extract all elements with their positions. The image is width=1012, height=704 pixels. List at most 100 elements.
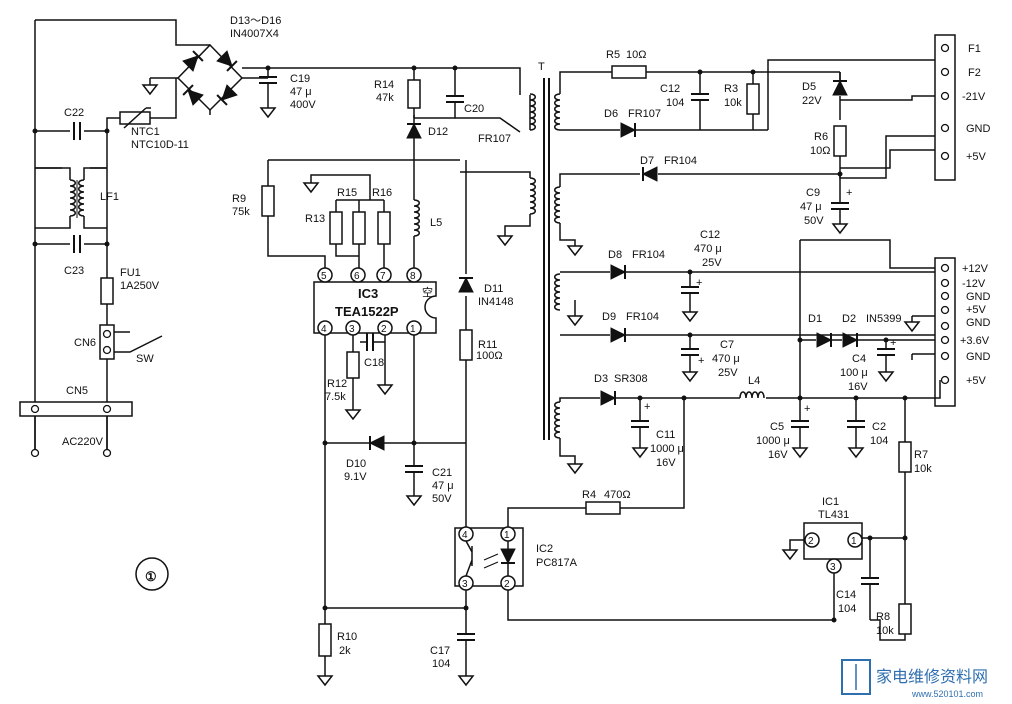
r8-val: 10k — [876, 625, 894, 637]
ic2-pin4: 4 — [462, 530, 468, 541]
conn2-plus12v: +12V — [962, 263, 989, 275]
ic3-part: TEA1522P — [335, 304, 399, 319]
conn1-minus21v: -21V — [962, 91, 986, 103]
c12b-cap: 470 μ — [694, 243, 722, 255]
c7-v: 25V — [718, 367, 738, 379]
c11-cap: 1000 μ — [650, 443, 684, 455]
svg-text:+: + — [644, 401, 650, 413]
c19-name: C19 — [290, 73, 310, 85]
c21-v: 50V — [432, 493, 452, 505]
r7-name: R7 — [914, 449, 928, 461]
ic3-name: IC3 — [358, 286, 378, 301]
ic2-name: IC2 — [536, 543, 553, 555]
r10-name: R10 — [337, 631, 357, 643]
ic3-pin4: 4 — [321, 324, 327, 335]
c2-name: C2 — [872, 421, 886, 433]
ic3-pin5: 5 — [321, 271, 327, 282]
r13-label: R13 — [305, 213, 325, 225]
r15-label: R15 — [337, 187, 357, 199]
sw-label: SW — [136, 353, 154, 365]
r9-name: R9 — [232, 193, 246, 205]
r10-val: 2k — [339, 645, 351, 657]
d7-part: FR104 — [664, 155, 697, 167]
secondary-top: R5 10Ω C12 104 R3 10k D6 FR107 D5 22V R6… — [559, 49, 940, 256]
conn2-plus5v-a: +5V — [966, 304, 987, 316]
c5-v: 16V — [768, 449, 788, 461]
c9-name: C9 — [806, 187, 820, 199]
d5-name: D5 — [802, 81, 816, 93]
connector-output-2: +12V -12V GND +5V GND +3.6V GND +5V — [934, 257, 991, 407]
transformer-t: T — [460, 61, 561, 440]
c22-label: C22 — [64, 107, 84, 119]
cn6-label: CN6 — [74, 337, 96, 349]
r12-name: R12 — [327, 378, 347, 390]
r5-val: 10Ω — [626, 49, 646, 61]
d7-name: D7 — [640, 155, 654, 167]
conn1-f2: F2 — [968, 67, 981, 79]
d2-part: IN5399 — [866, 313, 901, 325]
c14-name: C14 — [836, 589, 856, 601]
c20-label: C20 — [464, 103, 484, 115]
r11-name: R11 — [478, 339, 497, 351]
l5-label: L5 — [430, 217, 442, 229]
d10-val: 9.1V — [344, 471, 367, 483]
ic3-tea1522p: 5 6 7 8 4 3 2 1 IC3 TEA1522P 空 — [313, 267, 437, 336]
r4-name: R4 — [582, 489, 596, 501]
c5-cap: 1000 μ — [756, 435, 790, 447]
d1-label: D1 — [808, 313, 822, 325]
figure-number: ① — [145, 569, 157, 584]
ic2-pin2: 2 — [504, 579, 510, 590]
c12-val: 104 — [666, 97, 684, 109]
d8-name: D8 — [608, 249, 622, 261]
ic3-pin3: 3 — [349, 324, 355, 335]
svg-text:+: + — [890, 337, 896, 349]
r5-name: R5 — [606, 49, 620, 61]
d5-val: 22V — [802, 95, 822, 107]
svg-text:+: + — [698, 355, 704, 367]
r14-name: R14 — [374, 79, 394, 91]
d3-part: SR308 — [614, 373, 648, 385]
ic1-part: TL431 — [818, 509, 849, 521]
c21-name: C21 — [432, 467, 452, 479]
ic1-pin1: 1 — [851, 536, 857, 547]
c12b-name: C12 — [700, 229, 720, 241]
d8-part: FR104 — [632, 249, 665, 261]
d11-name: D11 — [484, 283, 503, 295]
ic3-pin8: 8 — [410, 271, 416, 282]
r3-val: 10k — [724, 97, 742, 109]
input-section: C22 NTC1 NTC10D-11 LF1 C23 FU1 1A250V CN… — [19, 19, 189, 458]
ic3-pin2: 2 — [381, 324, 387, 335]
c9-cap: 47 μ — [800, 201, 822, 213]
d9-part: FR104 — [626, 311, 659, 323]
r14-val: 47k — [376, 92, 394, 104]
r4-val: 470Ω — [604, 489, 631, 501]
c18-label: C18 — [364, 357, 384, 369]
r3-name: R3 — [724, 83, 738, 95]
d10-name: D10 — [346, 458, 366, 470]
c4-cap: 100 μ — [840, 367, 868, 379]
r11-val: 100Ω — [476, 350, 503, 362]
secondary-low: + D3 SR308 C11 1000 μ 16V L4 + C5 1000 μ… — [507, 373, 941, 641]
conn2-gnd3: GND — [966, 351, 991, 363]
cn5-label: CN5 — [66, 385, 88, 397]
r16-label: R16 — [372, 187, 392, 199]
connector-output-1: F1 F2 -21V GND +5V — [934, 34, 991, 181]
conn2-gnd1: GND — [966, 291, 991, 303]
d11-part: IN4148 — [478, 296, 513, 308]
figure-number-circle — [135, 557, 169, 591]
r7-val: 10k — [914, 463, 932, 475]
bridge-name: D13～D16 — [230, 15, 281, 27]
ic2-pin1: 1 — [504, 530, 510, 541]
conn2-gnd2: GND — [966, 317, 991, 329]
c12b-v: 25V — [702, 257, 722, 269]
conn1-gnd: GND — [966, 123, 991, 135]
svg-text:+: + — [804, 403, 810, 415]
c9-v: 50V — [804, 215, 824, 227]
d2-name: D2 — [842, 313, 856, 325]
d3-name: D3 — [594, 373, 608, 385]
c17-name: C17 — [430, 645, 450, 657]
svg-text:+: + — [846, 187, 852, 199]
c17-val: 104 — [432, 658, 450, 670]
c11-name: C11 — [656, 429, 675, 441]
c19-v: 400V — [290, 99, 316, 111]
